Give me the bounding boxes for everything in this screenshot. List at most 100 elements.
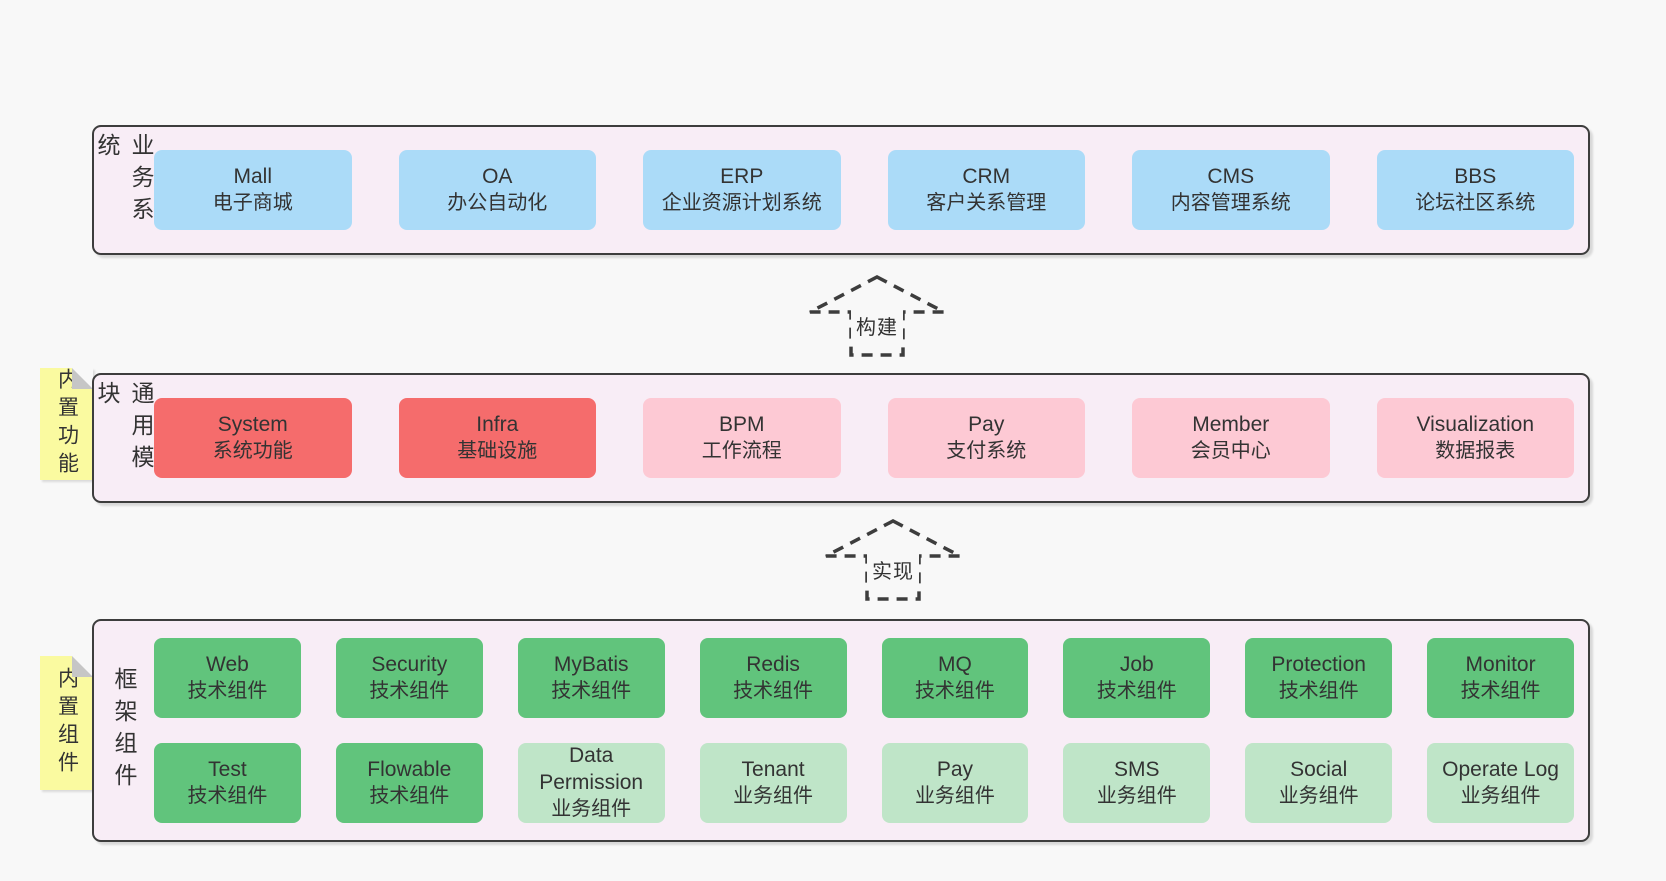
- box-bpm: BPM 工作流程: [643, 398, 841, 478]
- box-infra: Infra 基础设施: [398, 398, 596, 478]
- box-security: Security 技术组件: [335, 638, 483, 718]
- box-operate-log: Operate Log 业务组件: [1427, 743, 1574, 823]
- box-erp: ERP 企业资源计划系统: [643, 150, 841, 230]
- box-title: Security: [371, 652, 448, 676]
- box-subtitle: 技术组件: [369, 679, 450, 702]
- box-title: SMS: [1114, 757, 1160, 781]
- box-subtitle: 内容管理系统: [1170, 191, 1291, 214]
- components-row-1: Web 技术组件 Security 技术组件 MyBatis 技术组件 Redi…: [154, 638, 1574, 718]
- arrow-build: 构建: [807, 274, 947, 358]
- up-arrow-icon: [825, 519, 961, 601]
- band-business-content: Mall 电子商城 OA 办公自动化 ERP 企业资源计划系统 CRM 客户关系…: [154, 127, 1588, 253]
- box-title: Web: [206, 652, 249, 676]
- sticky-note-label: 内置组件: [55, 667, 79, 779]
- band-common-modules: 通用模块 System 系统功能 Infra 基础设施 BPM 工作流程 Pay…: [92, 373, 1590, 503]
- box-visualization: Visualization 数据报表: [1376, 398, 1574, 478]
- band-label-business-systems: 业务系统: [94, 133, 154, 229]
- box-subtitle: 技术组件: [1460, 679, 1541, 702]
- box-subtitle: 数据报表: [1435, 439, 1516, 462]
- box-mall: Mall 电子商城: [154, 150, 352, 230]
- box-subtitle: 办公自动化: [447, 191, 548, 214]
- box-title: CMS: [1207, 164, 1255, 188]
- box-title: BPM: [718, 412, 765, 436]
- box-subtitle: 技术组件: [551, 679, 632, 702]
- box-subtitle: 工作流程: [701, 439, 782, 462]
- box-title: Visualization: [1416, 412, 1535, 436]
- box-cms: CMS 内容管理系统: [1132, 150, 1330, 230]
- box-title: Infra: [476, 412, 519, 436]
- box-subtitle: 客户关系管理: [926, 191, 1047, 214]
- box-title: CRM: [962, 164, 1011, 188]
- box-subtitle: 技术组件: [187, 784, 268, 807]
- box-title: Protection: [1271, 652, 1366, 676]
- sticky-note-built-in-components: 内置组件: [40, 656, 93, 790]
- box-monitor: Monitor 技术组件: [1427, 638, 1574, 718]
- box-subtitle: 会员中心: [1190, 439, 1271, 462]
- box-title: Operate Log: [1442, 757, 1559, 781]
- box-flowable: Flowable 技术组件: [335, 743, 483, 823]
- box-title: Data Permission: [539, 744, 644, 795]
- box-title: Mall: [233, 164, 272, 188]
- box-subtitle: 技术组件: [1096, 679, 1177, 702]
- box-title: Pay: [936, 757, 974, 781]
- box-subtitle: 论坛社区系统: [1415, 191, 1536, 214]
- band-label-common-modules: 通用模块: [94, 381, 154, 477]
- box-data-permission: Data Permission 业务组件: [517, 743, 665, 823]
- box-title: Flowable: [367, 757, 452, 781]
- box-title: MQ: [938, 652, 972, 676]
- box-subtitle: 电子商城: [212, 191, 293, 214]
- box-crm: CRM 客户关系管理: [887, 150, 1085, 230]
- box-bbs: BBS 论坛社区系统: [1376, 150, 1574, 230]
- box-protection: Protection 技术组件: [1245, 638, 1393, 718]
- box-web: Web 技术组件: [154, 638, 301, 718]
- box-title: Tenant: [741, 757, 805, 781]
- box-mq: MQ 技术组件: [881, 638, 1029, 718]
- box-sms: SMS 业务组件: [1063, 743, 1211, 823]
- box-redis: Redis 技术组件: [699, 638, 847, 718]
- box-subtitle: 业务组件: [551, 798, 632, 821]
- box-system: System 系统功能: [154, 398, 352, 478]
- box-subtitle: 基础设施: [457, 439, 538, 462]
- box-subtitle: 技术组件: [369, 784, 450, 807]
- box-title: Monitor: [1465, 652, 1536, 676]
- arrow-implement-label: 实现: [867, 552, 919, 587]
- box-tenant: Tenant 业务组件: [699, 743, 847, 823]
- box-subtitle: 技术组件: [187, 679, 268, 702]
- box-subtitle: 系统功能: [212, 439, 293, 462]
- band-business-systems: 业务系统 Mall 电子商城 OA 办公自动化 ERP 企业资源计划系统 CRM…: [92, 125, 1590, 255]
- box-title: ERP: [720, 164, 764, 188]
- band-label-framework-components: 框架组件: [111, 666, 137, 795]
- box-subtitle: 企业资源计划系统: [661, 191, 822, 214]
- band-modules-content: System 系统功能 Infra 基础设施 BPM 工作流程 Pay 支付系统…: [154, 375, 1588, 501]
- arrow-implement: 实现: [823, 518, 963, 602]
- box-subtitle: 技术组件: [914, 679, 995, 702]
- up-arrow-icon: [809, 275, 945, 357]
- box-subtitle: 支付系统: [946, 439, 1027, 462]
- box-subtitle: 技术组件: [733, 679, 814, 702]
- box-title: MyBatis: [553, 652, 629, 676]
- components-row-2: Test 技术组件 Flowable 技术组件 Data Permission …: [154, 743, 1574, 823]
- box-title: Member: [1192, 412, 1270, 436]
- box-title: Test: [208, 757, 247, 781]
- box-subtitle: 技术组件: [1278, 679, 1359, 702]
- box-pay-biz: Pay 业务组件: [881, 743, 1029, 823]
- band-framework-components: 框架组件 Web 技术组件 Security 技术组件 MyBatis 技术组件…: [92, 619, 1590, 842]
- box-title: OA: [482, 164, 513, 188]
- box-title: Pay: [968, 412, 1005, 436]
- box-member: Member 会员中心: [1132, 398, 1330, 478]
- box-test: Test 技术组件: [154, 743, 301, 823]
- box-mybatis: MyBatis 技术组件: [517, 638, 665, 718]
- box-subtitle: 业务组件: [914, 784, 995, 807]
- box-title: Job: [1119, 652, 1154, 676]
- arrow-build-label: 构建: [851, 308, 903, 343]
- box-pay: Pay 支付系统: [887, 398, 1085, 478]
- box-subtitle: 业务组件: [1278, 784, 1359, 807]
- box-subtitle: 业务组件: [733, 784, 814, 807]
- box-oa: OA 办公自动化: [398, 150, 596, 230]
- box-title: Social: [1290, 757, 1348, 781]
- box-title: Redis: [746, 652, 800, 676]
- box-title: BBS: [1454, 164, 1497, 188]
- box-subtitle: 业务组件: [1460, 784, 1541, 807]
- sticky-note-label: 内置功能: [55, 368, 79, 480]
